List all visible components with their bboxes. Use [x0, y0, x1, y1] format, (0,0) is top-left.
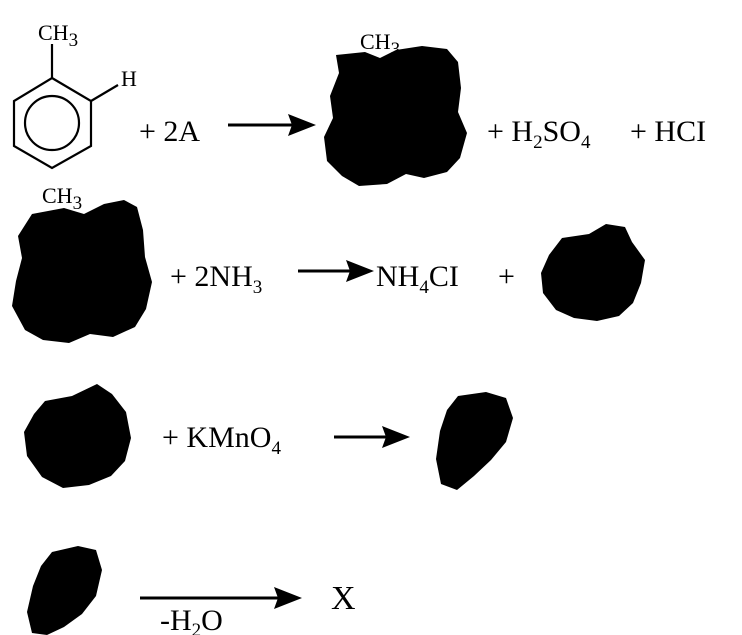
reactant-3-blot — [24, 384, 131, 488]
reaction-2: CH3 + 2NH3 NH4CI + — [12, 183, 645, 343]
product-x: X — [331, 580, 356, 617]
reaction-3: + KMnO4 — [24, 384, 513, 490]
product-3-blot — [436, 392, 513, 490]
reagent-2a: + 2A — [139, 115, 200, 148]
reagent-kmno4: + KMnO4 — [162, 421, 281, 459]
product-1-methyl-label: CH3 — [360, 29, 400, 60]
reactant-4-blot — [27, 546, 102, 635]
product-2-blot — [541, 224, 645, 321]
hydrogen-bond — [90, 84, 119, 102]
reaction-4-arrow — [140, 587, 302, 609]
benzene-aromatic-circle — [23, 94, 81, 152]
product-1-blot — [324, 46, 467, 186]
reactant-2-blot — [12, 200, 152, 343]
product-nh4cl: NH4CI — [376, 260, 459, 298]
reaction-2-arrow — [298, 260, 374, 282]
plus-sign: + — [498, 260, 515, 293]
reaction-1: CH3 H + 2A CH3 + H2SO4 + HCI — [12, 20, 706, 186]
reactant-h-label: H — [121, 66, 137, 91]
reactant-benzene-ring — [12, 44, 119, 170]
reaction-3-arrow — [334, 426, 410, 448]
reagent-nh3: + 2NH3 — [170, 260, 262, 298]
reactant-2-methyl-label: CH3 — [42, 183, 82, 214]
reaction-4: -H2O X — [27, 546, 356, 635]
byproduct-h2so4: + H2SO4 — [487, 115, 591, 153]
reaction-1-arrow — [228, 114, 316, 136]
byproduct-hcl: + HCI — [630, 115, 706, 148]
reactant-methyl-label: CH3 — [38, 20, 78, 51]
condition-minus-water: -H2O — [160, 604, 223, 635]
